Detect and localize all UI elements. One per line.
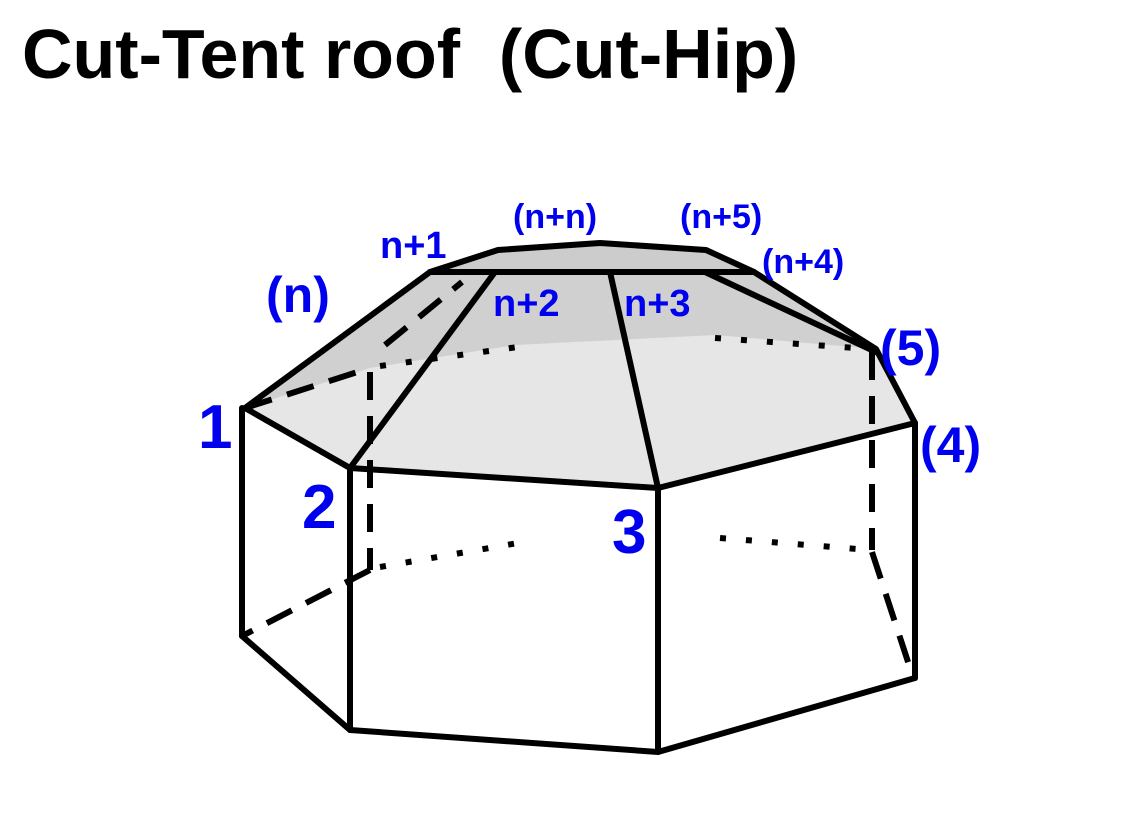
- vertex-label-2: 2: [302, 473, 336, 542]
- top-label-n1: n+1: [380, 225, 447, 267]
- top-label-n5: (n+5): [680, 198, 762, 236]
- diagram-title: Cut-Tent roof (Cut-Hip): [22, 15, 799, 93]
- top-label-n3: n+3: [624, 283, 691, 325]
- vertex-label-3: 3: [612, 498, 646, 567]
- vertex-label-1: 1: [198, 393, 232, 462]
- top-label-nn: (n+n): [513, 198, 597, 236]
- roof-back-shade: [245, 272, 876, 408]
- vertex-label-5: (5): [880, 320, 941, 376]
- vertex-label-n: (n): [266, 267, 330, 323]
- hidden-edges-dashed: [240, 279, 913, 669]
- visible-edges: [239, 269, 918, 755]
- top-label-n2: n+2: [493, 283, 560, 325]
- vertex-label-4: (4): [920, 417, 981, 473]
- top-face: [427, 240, 757, 275]
- top-label-n4: (n+4): [762, 243, 844, 281]
